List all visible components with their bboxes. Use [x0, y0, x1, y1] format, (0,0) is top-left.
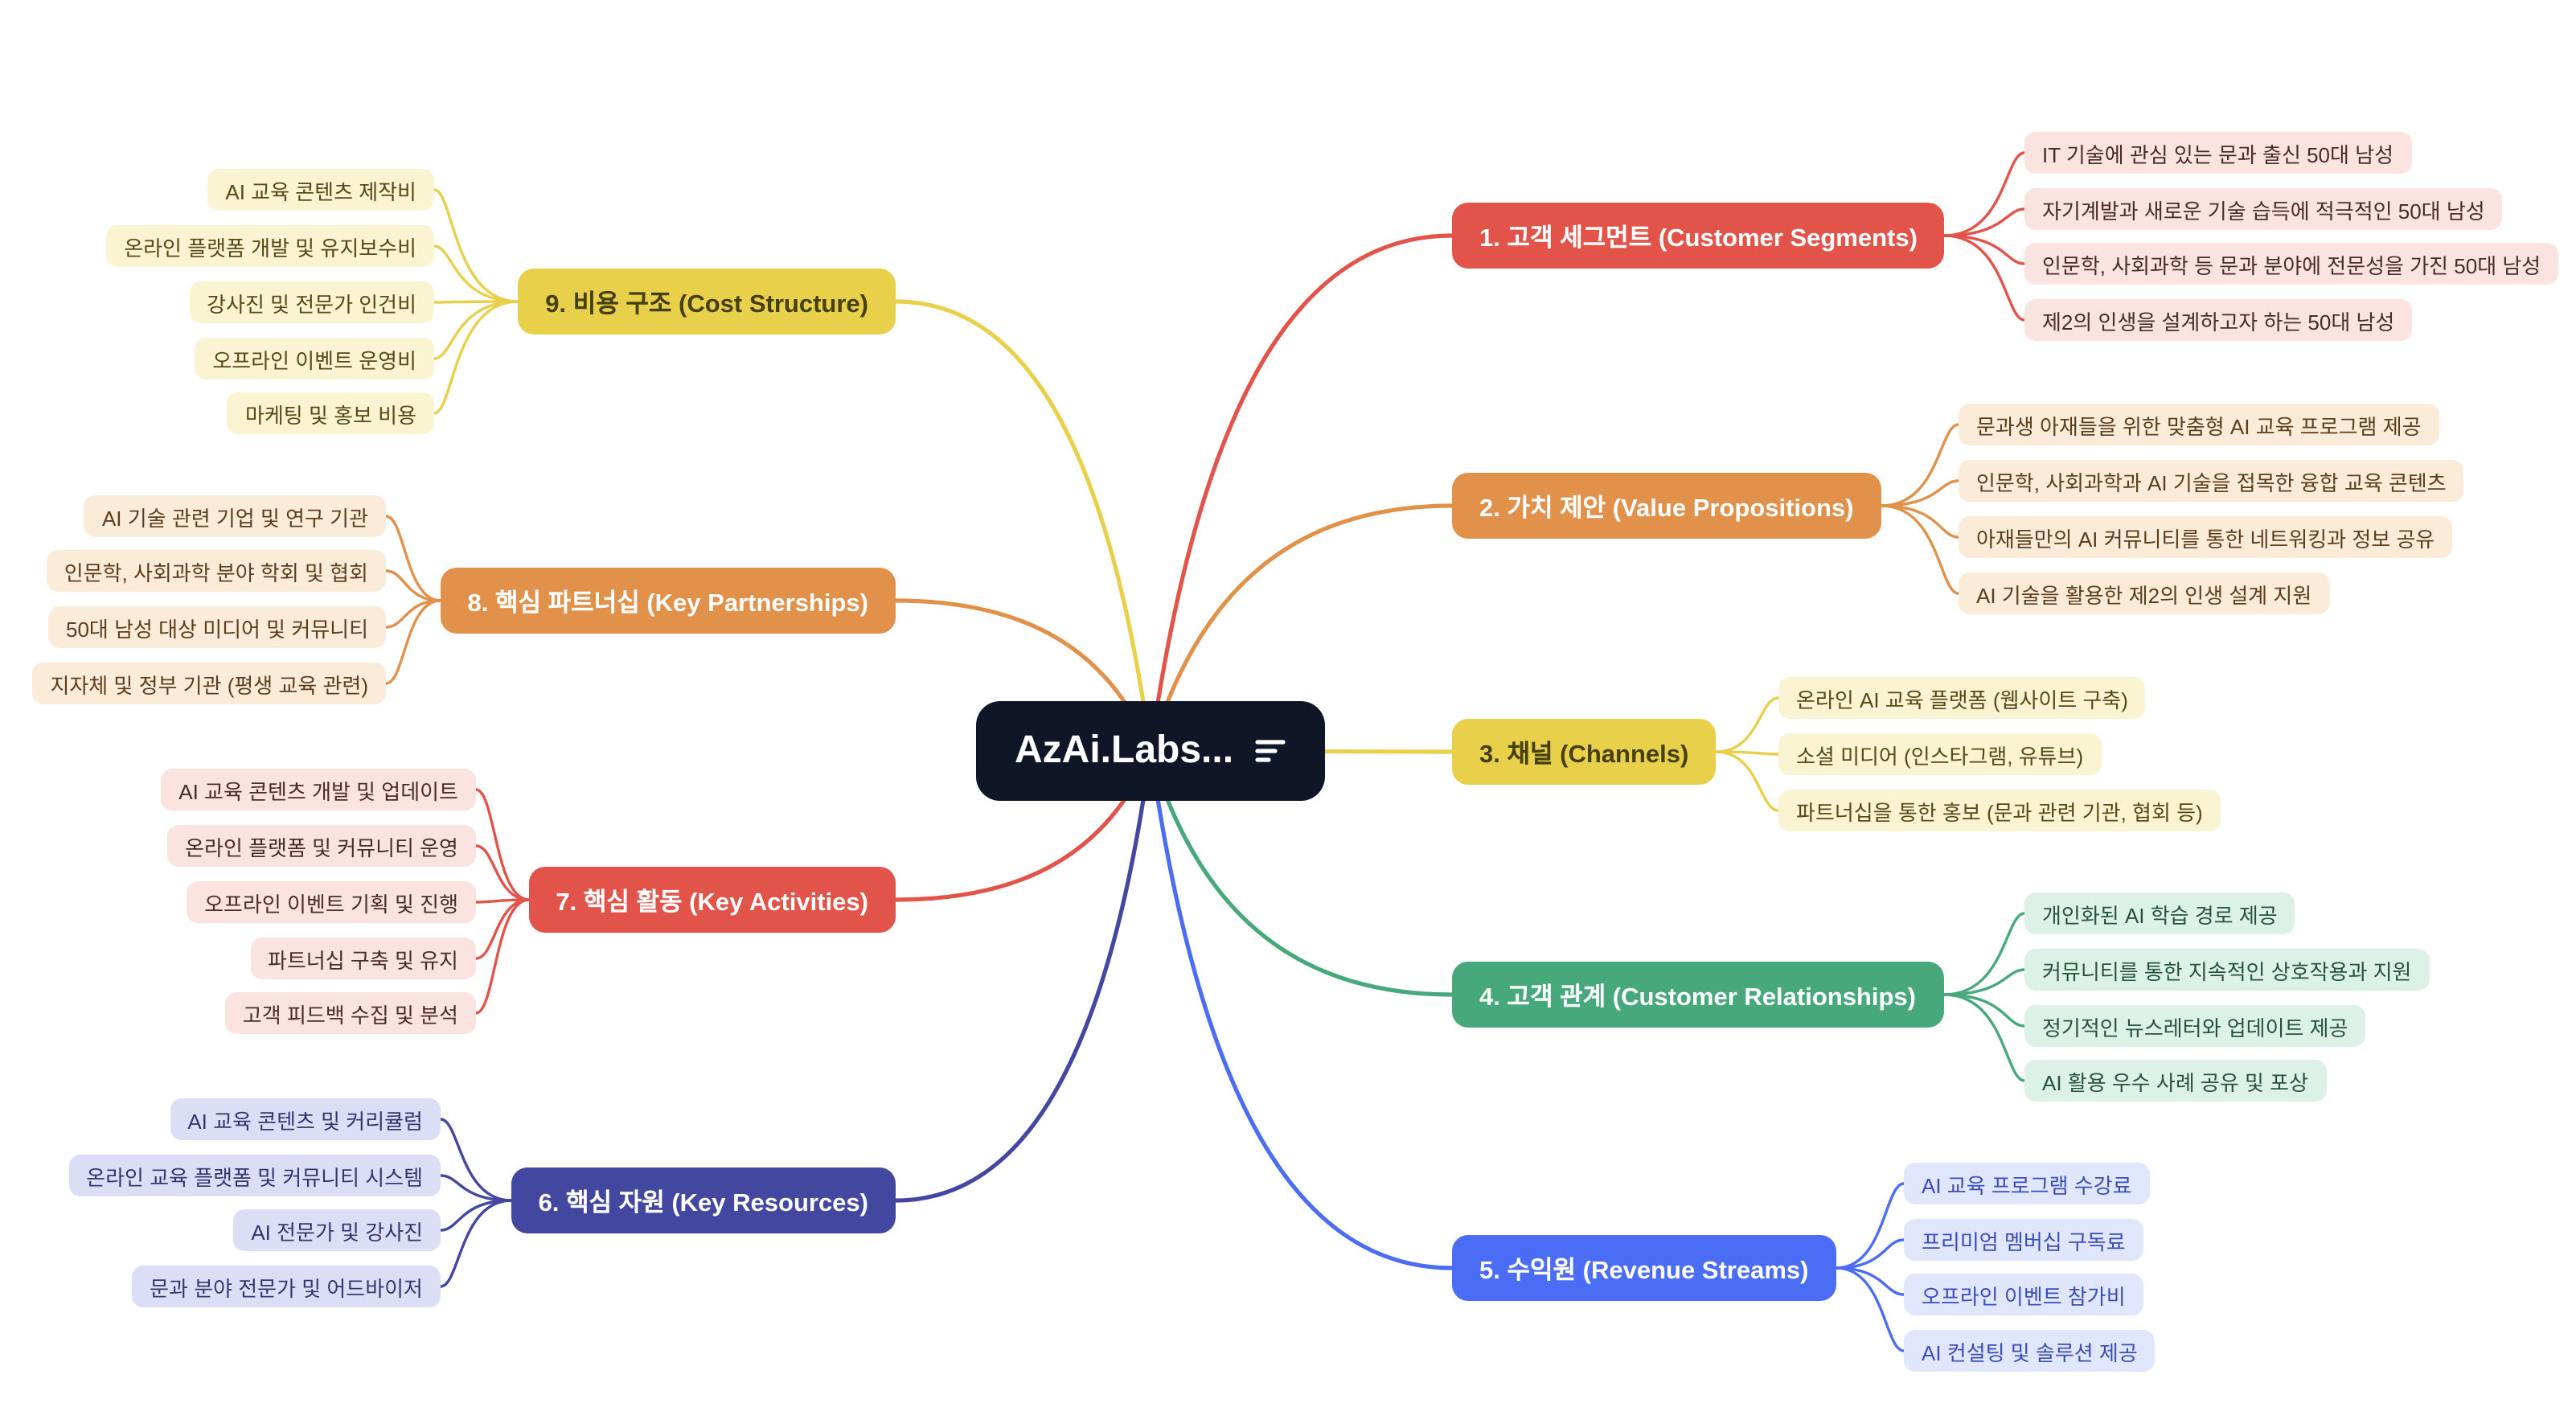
branch-node-key-activities[interactable]: 7. 핵심 활동 (Key Activities) [528, 867, 896, 933]
connector-link [1148, 749, 1454, 1270]
branch-node-cost-structure[interactable]: 9. 비용 구조 (Cost Structure) [518, 269, 896, 334]
connector-link [1880, 504, 1960, 539]
child-node[interactable]: AI 활용 우수 사례 공유 및 포상 [2024, 1060, 2327, 1102]
connector-link [1835, 1238, 1905, 1270]
child-node[interactable]: AI 기술 관련 기업 및 연구 기관 [84, 495, 386, 537]
child-node[interactable]: 소셜 미디어 (인스타그램, 유튜브) [1778, 733, 2102, 775]
connector-link [1835, 1266, 1905, 1296]
connector-link [1835, 1266, 1905, 1352]
branch-node-customer-segments[interactable]: 1. 고객 세그먼트 (Customer Segments) [1452, 203, 1945, 269]
child-node[interactable]: 인문학, 사회과학 등 문과 분야에 전문성을 가진 50대 남성 [2024, 243, 2559, 285]
child-node[interactable]: 개인화된 AI 학습 경로 제공 [2024, 892, 2295, 934]
connector-link [1942, 912, 2026, 996]
child-node[interactable]: 인문학, 사회과학 분야 학회 및 협회 [46, 550, 386, 592]
connector-link [1942, 968, 2026, 996]
branch-node-key-partnerships[interactable]: 8. 핵심 파트너십 (Key Partnerships) [440, 568, 896, 634]
connector-link [1714, 750, 1780, 812]
connector-link [474, 844, 531, 901]
connector-link [384, 599, 442, 685]
child-node[interactable]: 문과 분야 전문가 및 어드바이저 [132, 1266, 441, 1307]
connector-link [1148, 749, 1454, 997]
connector-link [384, 515, 442, 602]
child-node[interactable]: IT 기술에 관심 있는 문과 출신 50대 남성 [2024, 132, 2412, 174]
connector-link [474, 898, 531, 960]
central-node-label: AzAi.Labs... [1015, 728, 1234, 772]
central-node[interactable]: AzAi.Labs... [976, 701, 1326, 801]
connector-link [439, 1118, 513, 1202]
connector-link [384, 569, 442, 602]
child-node[interactable]: 파트너십 구축 및 유지 [250, 938, 476, 979]
connector-link [1942, 993, 2026, 1082]
child-node[interactable]: 지자체 및 정부 기관 (평생 교육 관련) [32, 663, 386, 704]
connector-link [439, 1174, 513, 1202]
connector-link [1148, 503, 1454, 753]
child-node[interactable]: 프리미엄 멤버십 구독료 [1904, 1219, 2143, 1261]
child-node[interactable]: 50대 남성 대상 미디어 및 커뮤니티 [48, 606, 386, 648]
child-node[interactable]: 커뮤니티를 통한 지속적인 상호작용과 지원 [2024, 949, 2430, 991]
connector-link [439, 1199, 513, 1232]
child-node[interactable]: 인문학, 사회과학과 AI 기술을 접목한 융합 교육 콘텐츠 [1959, 460, 2464, 502]
child-node[interactable]: 강사진 및 전문가 인건비 [189, 281, 434, 323]
connector-link [439, 1199, 513, 1288]
child-node[interactable]: 온라인 플랫폼 및 커뮤니티 운영 [167, 825, 476, 867]
connector-link [433, 300, 519, 360]
connector-link [474, 898, 531, 1015]
connector-link [1942, 207, 2026, 237]
child-node[interactable]: 오프라인 이벤트 기획 및 진행 [187, 881, 476, 923]
connector-link [1880, 423, 1960, 507]
child-node[interactable]: 오프라인 이벤트 참가비 [1904, 1274, 2143, 1315]
connector-link [1835, 1182, 1905, 1270]
connector-link [1942, 234, 2026, 265]
child-node[interactable]: AI 교육 프로그램 수강료 [1904, 1163, 2150, 1204]
child-node[interactable]: AI 컨설팅 및 솔루션 제공 [1904, 1330, 2156, 1372]
connector-link [474, 788, 531, 901]
connector-link [433, 188, 519, 303]
connector-link [1942, 234, 2026, 322]
child-node[interactable]: AI 교육 콘텐츠 및 커리큘럼 [170, 1098, 441, 1140]
connector-link [1942, 151, 2026, 237]
child-node[interactable]: 자기계발과 새로운 기술 습득에 적극적인 50대 남성 [2024, 188, 2503, 230]
connector-link [1714, 696, 1780, 753]
connector-link [1148, 233, 1454, 753]
child-node[interactable]: AI 기술을 활용한 제2의 인생 설계 지원 [1959, 572, 2330, 614]
child-node[interactable]: 문과생 아재들을 위한 맞춤형 AI 교육 프로그램 제공 [1959, 404, 2439, 445]
branch-node-key-resources[interactable]: 6. 핵심 자원 (Key Resources) [511, 1167, 896, 1233]
menu-lines-icon[interactable] [1254, 738, 1286, 764]
child-node[interactable]: 마케팅 및 홍보 비용 [227, 392, 434, 434]
child-node[interactable]: 고객 피드백 수집 및 분석 [224, 992, 476, 1034]
connector-link [433, 244, 519, 303]
child-node[interactable]: 아재들만의 AI 커뮤니티를 통한 네트워킹과 정보 공유 [1959, 516, 2453, 558]
child-node[interactable]: AI 교육 콘텐츠 개발 및 업데이트 [161, 769, 476, 810]
child-node[interactable]: AI 교육 콘텐츠 제작비 [207, 169, 434, 211]
connector-link [893, 299, 1153, 753]
child-node[interactable]: 정기적인 뉴스레터와 업데이트 제공 [2024, 1005, 2366, 1047]
connector-link [1942, 993, 2026, 1028]
child-node[interactable]: 온라인 AI 교육 플랫폼 (웹사이트 구축) [1778, 677, 2146, 719]
connector-link [1880, 479, 1960, 507]
child-node[interactable]: 제2의 인생을 설계하고자 하는 50대 남성 [2024, 299, 2413, 341]
child-node[interactable]: 오프라인 이벤트 운영비 [195, 338, 434, 380]
connector-link [433, 300, 519, 415]
branch-node-value-propositions[interactable]: 2. 가치 제안 (Value Propositions) [1452, 473, 1881, 539]
connector-link [384, 599, 442, 629]
connector-link [893, 749, 1153, 1203]
branch-node-revenue-streams[interactable]: 5. 수익원 (Revenue Streams) [1452, 1235, 1836, 1301]
child-node[interactable]: 온라인 플랫폼 개발 및 유지보수비 [106, 225, 434, 267]
child-node[interactable]: 온라인 교육 플랫폼 및 커뮤니티 시스템 [68, 1155, 441, 1196]
child-node[interactable]: AI 전문가 및 강사진 [233, 1209, 441, 1251]
branch-node-channels[interactable]: 3. 채널 (Channels) [1452, 719, 1717, 785]
branch-node-customer-relationships[interactable]: 4. 고객 관계 (Customer Relationships) [1452, 962, 1943, 1028]
child-node[interactable]: 파트너십을 통한 홍보 (문과 관련 기관, 협회 등) [1778, 790, 2221, 831]
connector-link [1880, 504, 1960, 595]
